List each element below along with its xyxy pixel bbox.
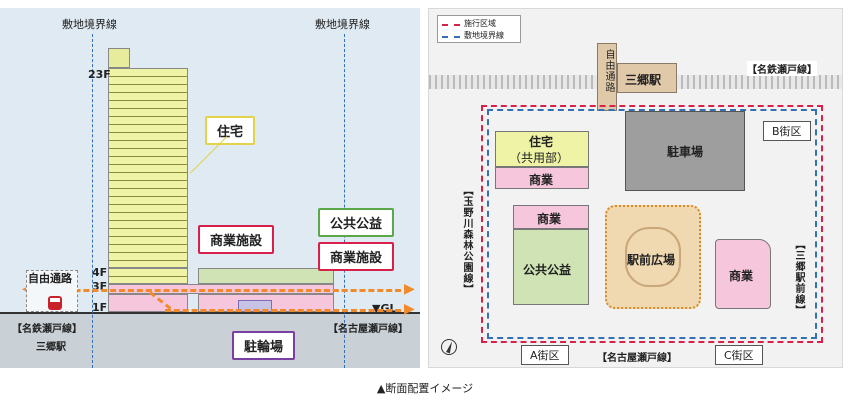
public-label: 公共公益 bbox=[523, 263, 572, 277]
residential-sub-label: （共用部） bbox=[509, 151, 570, 165]
park-road-label: 【玉野川森林公園線】 bbox=[461, 185, 472, 295]
callout-commercial-right: 商業施設 bbox=[318, 242, 395, 271]
plaza-track bbox=[625, 227, 681, 287]
arrow-head-right-lower: ▶ bbox=[404, 301, 415, 317]
rail-label-left: 【名鉄瀬戸線】 bbox=[12, 324, 82, 335]
ground bbox=[0, 313, 420, 368]
plan-view: 施行区域 敷地境界線 【名鉄瀬戸線】 三郷駅 自由通路 住宅 （共用部） 商業 … bbox=[428, 8, 843, 368]
residential-block bbox=[495, 131, 589, 167]
plaza-block bbox=[605, 205, 701, 309]
arrow-head-right: ▶ bbox=[404, 281, 415, 297]
boundary-label-right: 敷地境界線 bbox=[315, 18, 370, 31]
boundary-line-left bbox=[92, 34, 93, 368]
north-arrow-icon bbox=[441, 339, 457, 355]
train-icon bbox=[48, 296, 62, 310]
public-facility-block bbox=[198, 268, 334, 284]
parking-block bbox=[625, 111, 745, 191]
station-road-label: 【三郷駅前線】 bbox=[793, 239, 804, 316]
commercial-mid-label: 商業 bbox=[537, 212, 562, 226]
tower-4f-floor bbox=[108, 268, 188, 284]
commercial-top-label: 商業 bbox=[529, 173, 554, 187]
rail-label-top: 【名鉄瀬戸線】 bbox=[747, 61, 817, 76]
callout-bike-parking: 駐輪場 bbox=[232, 331, 296, 360]
legend-label-construction: 施行区域 bbox=[464, 19, 496, 28]
legend-line-construction bbox=[442, 24, 460, 26]
tower-top bbox=[108, 48, 130, 68]
free-passage-plan-label: 自由通路 bbox=[603, 49, 614, 93]
free-passage-arrow-top bbox=[30, 289, 410, 292]
free-passage-label: 自由通路 bbox=[28, 272, 72, 285]
callout-public: 公共公益 bbox=[318, 208, 395, 237]
floor-label-1f: 1F bbox=[92, 301, 108, 314]
legend-line-boundary bbox=[442, 36, 460, 38]
ground-line bbox=[0, 312, 420, 314]
station-building bbox=[617, 63, 677, 93]
plaza-label: 駅前広場 bbox=[627, 253, 676, 267]
block-a-label: A街区 bbox=[521, 345, 569, 365]
commercial-right-label: 商業 bbox=[729, 269, 754, 283]
free-passage-arrow-bottom bbox=[165, 309, 410, 312]
rail-label-right: 【名古屋瀬戸線】 bbox=[328, 324, 408, 335]
block-c-label: C街区 bbox=[715, 345, 763, 365]
station-label: 三郷駅 bbox=[36, 342, 66, 353]
boundary-line-right bbox=[344, 34, 345, 368]
commercial-block-right bbox=[715, 239, 771, 309]
public-block bbox=[513, 229, 589, 305]
figure-caption: ▲断面配置イメージ bbox=[376, 382, 474, 395]
floor-label-4f: 4F bbox=[92, 266, 108, 279]
residential-tower bbox=[108, 68, 188, 268]
construction-area-outline bbox=[481, 105, 823, 343]
commercial-block-mid bbox=[513, 205, 589, 229]
legend-label-boundary: 敷地境界線 bbox=[464, 31, 504, 40]
station-box bbox=[26, 270, 78, 312]
site-boundary-outline bbox=[487, 109, 817, 339]
boundary-label-left: 敷地境界線 bbox=[62, 18, 117, 31]
section-view: 敷地境界線 敷地境界線 23F 4F 3F 1F ▼GL ◀ ▶ ▶ 自由通路 … bbox=[0, 8, 420, 368]
parking-label: 駐車場 bbox=[667, 145, 704, 159]
callout-commercial-left: 商業施設 bbox=[198, 225, 275, 254]
block-b-label: B街区 bbox=[763, 121, 811, 141]
legend: 施行区域 敷地境界線 bbox=[437, 15, 521, 43]
station-plan-label: 三郷駅 bbox=[625, 73, 662, 87]
callout-residential: 住宅 bbox=[205, 116, 256, 145]
commercial-block-top bbox=[495, 167, 589, 189]
commercial-ground-left bbox=[108, 294, 188, 312]
floor-label-23f: 23F bbox=[88, 68, 111, 81]
rail-bottom-label: 【名古屋瀬戸線】 bbox=[597, 353, 677, 364]
residential-label: 住宅 bbox=[529, 135, 554, 149]
